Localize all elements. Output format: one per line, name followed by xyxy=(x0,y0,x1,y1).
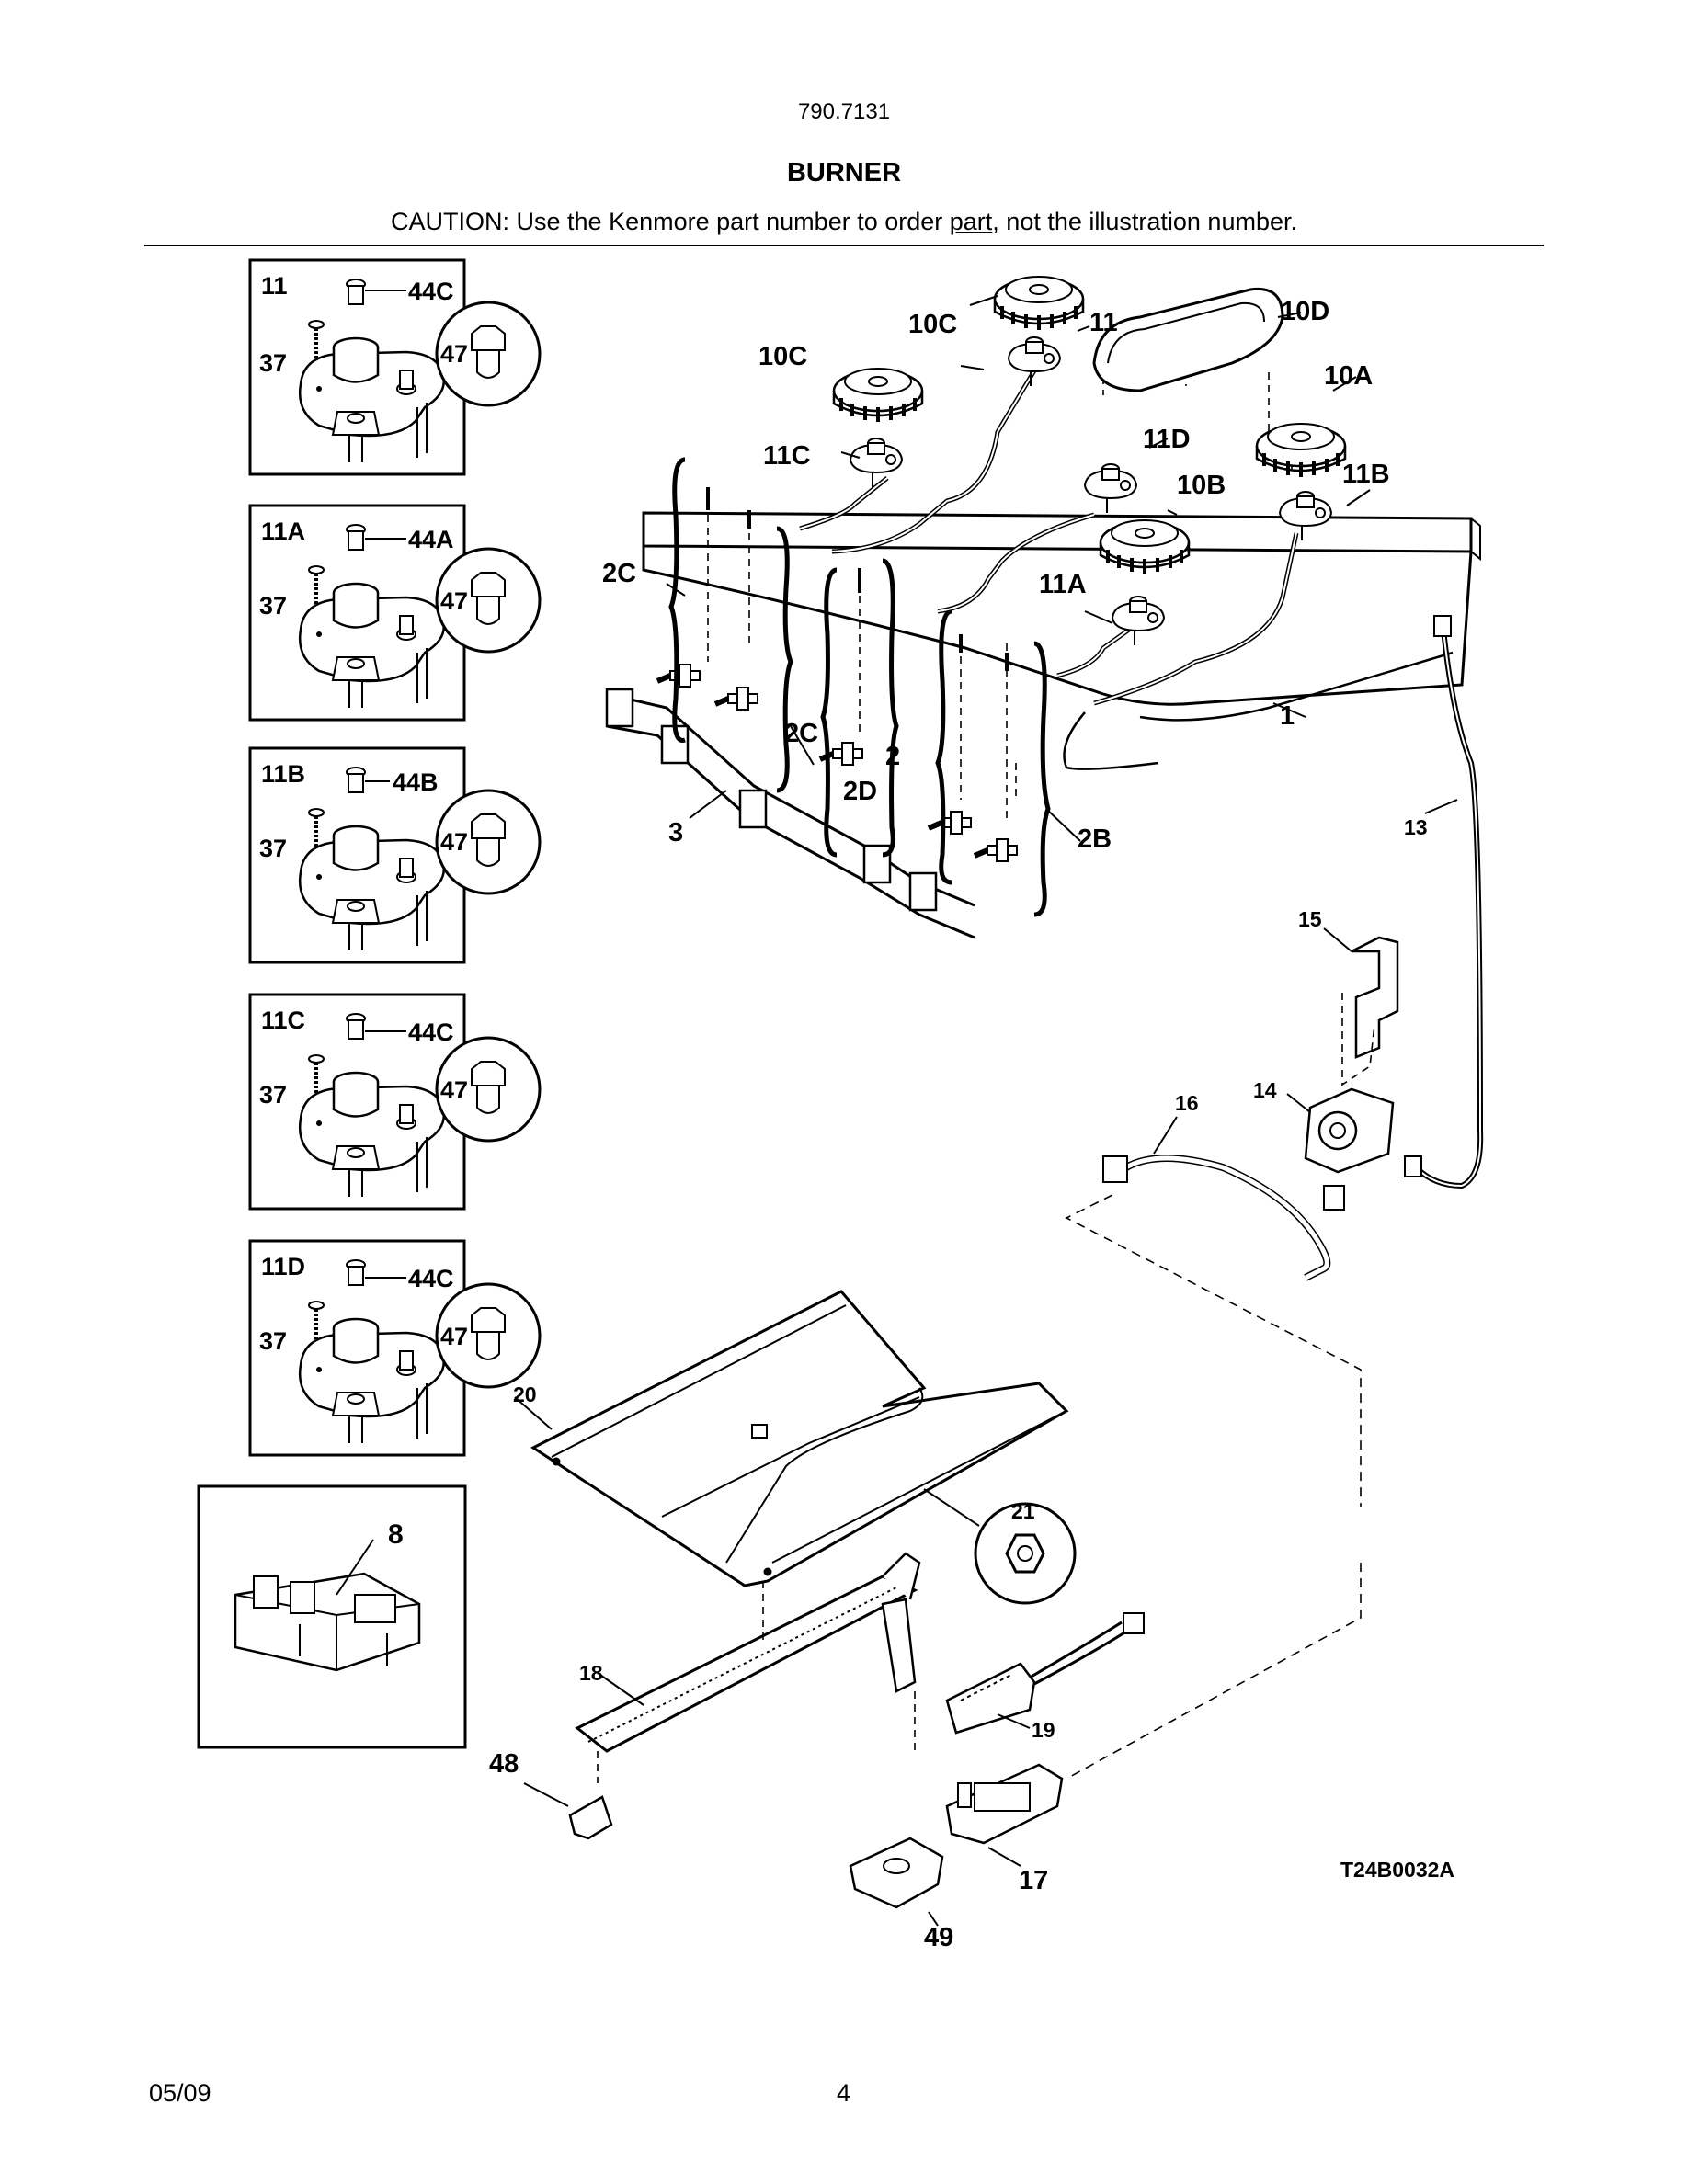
model-number: 790.7131 xyxy=(797,99,891,124)
diagram-code: T24B0032A xyxy=(1340,1858,1454,1882)
callout-14: 14 xyxy=(1253,1078,1277,1102)
callout-2D: 2D xyxy=(843,777,877,806)
inset-11-cap-label: 44C xyxy=(408,278,454,305)
callout-49: 49 xyxy=(924,1923,953,1952)
inset-valve-11B: 11B 44B 37 47 xyxy=(248,746,542,964)
inset-11-orifice-label: 47 xyxy=(440,340,468,368)
inset-11C-cap-label: 44C xyxy=(408,1018,454,1046)
callout-18: 18 xyxy=(579,1661,603,1685)
inset-11B-orifice-label: 47 xyxy=(440,828,468,856)
inset-11B-valve-label: 11B xyxy=(261,760,305,788)
caution-note: CAUTION: Use the Kenmore part number to … xyxy=(0,208,1688,236)
caution-text: CAUTION: Use the Kenmore part number to … xyxy=(391,208,950,235)
inset-11-valve-label: 11 xyxy=(261,272,288,300)
inset-11C-valve-label: 11C xyxy=(261,1007,305,1034)
main-assembly xyxy=(514,275,1484,1927)
footer-date: 05/09 xyxy=(149,2079,211,2107)
callout-11: 11 xyxy=(1089,308,1118,337)
inset-valve-11C: 11C 44C 37 47 xyxy=(248,993,542,1211)
inset-11C-orifice-label: 47 xyxy=(440,1076,468,1104)
callout-10C-top: 10C xyxy=(908,310,957,339)
callout-11A: 11A xyxy=(1039,570,1087,599)
inset-11D-screw-label: 37 xyxy=(259,1327,287,1355)
callout-11D: 11D xyxy=(1143,425,1191,454)
callout-21: 21 xyxy=(1011,1499,1035,1523)
callout-17: 17 xyxy=(1019,1866,1048,1895)
callout-11C: 11C xyxy=(763,441,811,471)
callout-10C: 10C xyxy=(758,342,807,371)
inset-11B-screw-label: 37 xyxy=(259,835,287,862)
callout-19: 19 xyxy=(1032,1718,1055,1742)
inset-11D-valve-label: 11D xyxy=(261,1253,305,1280)
callout-15: 15 xyxy=(1298,907,1322,931)
callout-20: 20 xyxy=(513,1382,537,1406)
inset-spark-module: 8 xyxy=(197,1484,467,1749)
callout-2C: 2C xyxy=(784,719,818,748)
callout-48: 48 xyxy=(489,1749,519,1779)
inset-11C-screw-label: 37 xyxy=(259,1081,287,1109)
callout-10A: 10A xyxy=(1324,361,1373,391)
caution-part-word: part xyxy=(949,208,993,235)
caution-text-end: , not the illustration number. xyxy=(992,208,1297,235)
inset-11A-orifice-label: 47 xyxy=(440,587,468,615)
page-number: 4 xyxy=(837,2079,851,2107)
page-title: BURNER xyxy=(786,158,902,188)
inset-11D-cap-label: 44C xyxy=(408,1265,454,1292)
inset-11D-orifice-label: 47 xyxy=(440,1323,468,1350)
callout-3: 3 xyxy=(668,818,683,847)
callout-1: 1 xyxy=(1280,701,1295,731)
inset-11-screw-label: 37 xyxy=(259,349,287,377)
inset-11A-cap-label: 44A xyxy=(408,526,454,553)
inset-11A-screw-label: 37 xyxy=(259,592,287,620)
callout-10D: 10D xyxy=(1281,297,1329,326)
callout-2C-left: 2C xyxy=(602,559,636,588)
inset-valve-11: 11 44C 37 47 xyxy=(248,258,542,476)
callout-16: 16 xyxy=(1175,1091,1199,1115)
inset-11B-cap-label: 44B xyxy=(393,768,439,796)
callout-11B: 11B xyxy=(1342,460,1390,489)
callout-labels: 10C 11 10D 10C 10A 11C 11D 10B 11B 2C 11… xyxy=(489,297,1454,1952)
header-rule xyxy=(144,245,1544,246)
callout-10B: 10B xyxy=(1177,471,1226,500)
inset-valve-11D: 11D 44C 37 47 xyxy=(248,1239,542,1457)
callout-2: 2 xyxy=(885,742,900,771)
callout-2B: 2B xyxy=(1078,825,1112,854)
inset-11A-valve-label: 11A xyxy=(261,518,305,545)
inset-igniter-label: 8 xyxy=(388,1519,404,1550)
inset-valve-11A: 11A 44A 37 47 xyxy=(248,504,542,722)
callout-13: 13 xyxy=(1404,815,1428,839)
